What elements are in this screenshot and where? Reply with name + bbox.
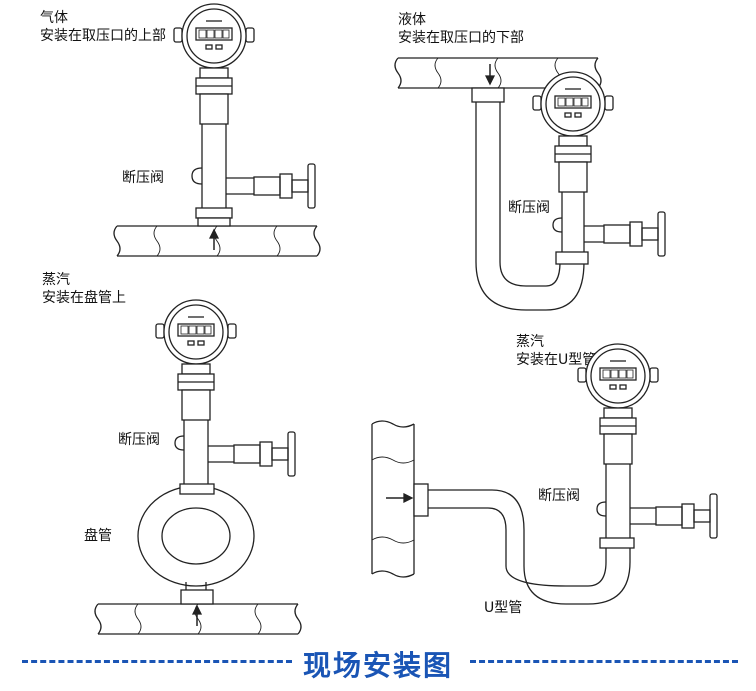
coil-pipe-label: 盘管 (84, 528, 112, 544)
coil-subtitle: 安装在盘管上 (42, 290, 126, 306)
coil-title: 蒸汽 (42, 272, 70, 288)
coil-valve-label: 断压阀 (118, 432, 160, 448)
u-title: 蒸汽 (516, 334, 544, 350)
u-drawing (371, 343, 718, 605)
u-pipe-label: U型管 (484, 600, 523, 616)
installation-drawings (94, 3, 718, 635)
gas-valve-label: 断压阀 (122, 170, 164, 186)
liquid-subtitle: 安装在取压口的下部 (398, 30, 524, 46)
footer: 现场安装图 (0, 636, 756, 686)
gas-subtitle: 安装在取压口的上部 (40, 28, 166, 44)
footer-dash-left (22, 660, 292, 663)
liquid-title: 液体 (398, 12, 426, 28)
liquid-valve-label: 断压阀 (508, 200, 550, 216)
liquid-drawing (394, 57, 666, 311)
gas-drawing (113, 3, 321, 257)
footer-title: 现场安装图 (296, 649, 459, 682)
u-subtitle: 安装在U型管上 (516, 352, 611, 368)
gas-title: 气体 (40, 10, 68, 26)
u-valve-label: 断压阀 (538, 488, 580, 504)
coil-drawing (94, 299, 302, 635)
footer-dash-right (470, 660, 738, 663)
